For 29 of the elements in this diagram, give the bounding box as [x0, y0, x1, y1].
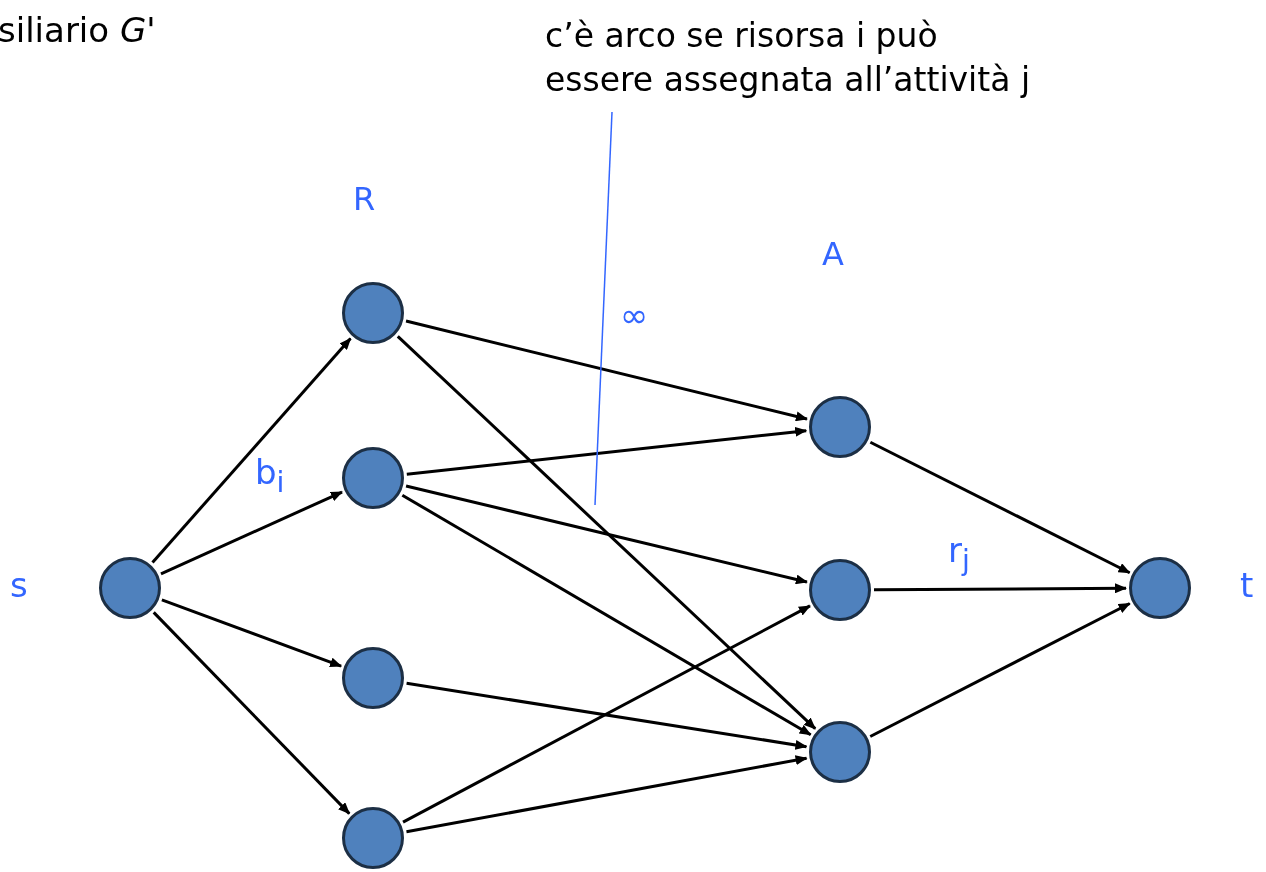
circle-node — [99, 557, 161, 619]
arrow — [874, 583, 1127, 594]
circle-node — [342, 807, 404, 869]
arrow — [396, 335, 817, 730]
arrow — [151, 337, 352, 564]
circle-node — [809, 721, 871, 783]
set-label: A — [822, 235, 844, 273]
node-label: t — [1240, 565, 1254, 605]
arrow — [405, 319, 808, 422]
annotation-text: c’è arco se risorsa i può essere assegnata all’attività j — [545, 14, 1045, 102]
set-label: R — [353, 180, 376, 218]
arrow — [402, 604, 811, 824]
leader-line — [594, 111, 613, 506]
circle-node — [342, 282, 404, 344]
arrow — [406, 755, 808, 834]
arrow — [401, 493, 812, 737]
edge-label: r$_{j}$ — [948, 530, 970, 577]
arrow — [405, 484, 808, 585]
node-label: s — [10, 565, 28, 605]
arrow — [869, 602, 1131, 738]
arrow — [406, 426, 808, 476]
arrow — [160, 490, 343, 576]
edge-label: b$_{i}$ — [255, 452, 285, 499]
arrow — [869, 440, 1131, 575]
edge-label: ∞ — [620, 295, 649, 335]
arrow — [152, 611, 351, 815]
arrow — [406, 681, 808, 750]
arrow — [161, 598, 343, 668]
title: siliario G' — [0, 10, 156, 50]
